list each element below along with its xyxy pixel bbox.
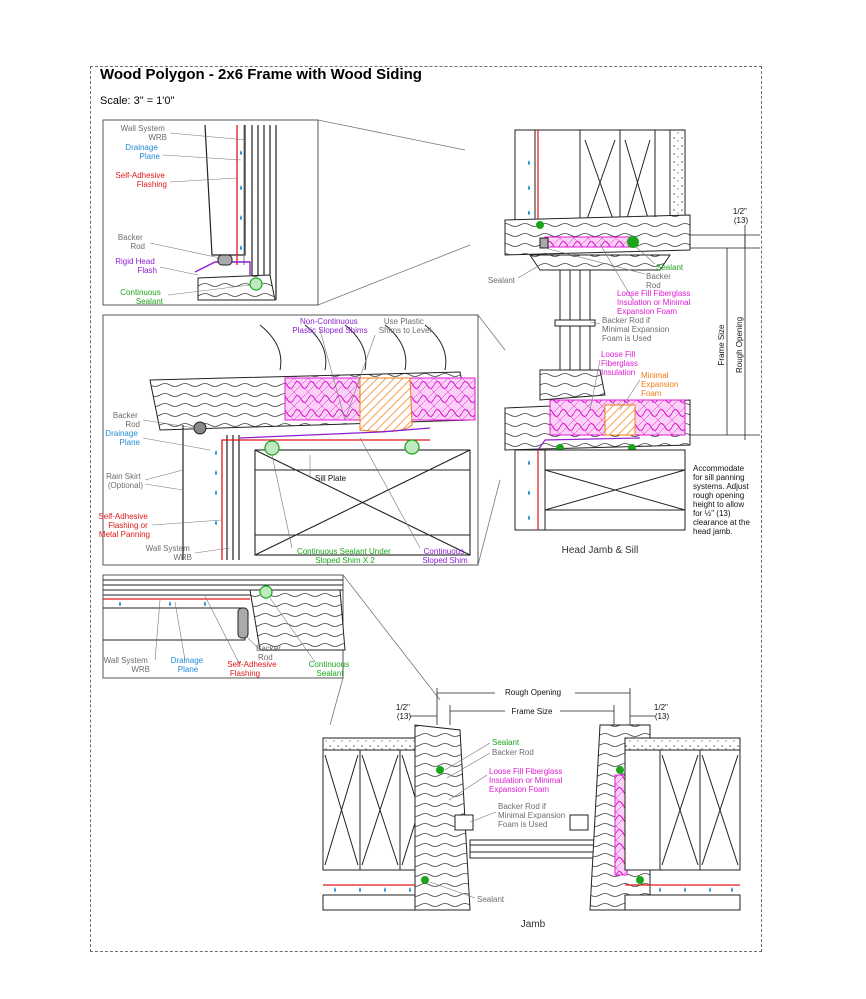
jamb-backer-rod-if-label: Backer Rod if Minimal Expansion Foam is … — [498, 802, 567, 829]
drawing-border — [90, 66, 762, 952]
jamb-small-wrb-label: Wall System WRB — [104, 656, 150, 674]
sill-loose-fill-label: Loose Fill Fiberglass Insulation — [601, 350, 640, 377]
head-rigid-flash-label: Rigid Head Flash — [115, 257, 157, 275]
drainage-drops — [240, 150, 242, 250]
sill-foam — [359, 377, 413, 433]
sill-rain-skirt-label: Rain Skirt (Optional) — [106, 472, 143, 490]
head-sealant-right-label: Sealant — [656, 263, 684, 272]
head-flashing-label: Self-Adhesive Flashing — [115, 171, 167, 189]
head-sealant-left-label: Sealant — [488, 276, 516, 285]
drawing-title: Wood Polygon - 2x6 Frame with Wood Sidin… — [100, 66, 422, 83]
head-wrb-label: Wall System WRB — [121, 124, 167, 142]
head-section-drops — [528, 160, 530, 215]
jamb-rough-opening-label: Rough Opening — [505, 688, 561, 697]
jamb-small-flashing-label: Self-Adhesive Flashing — [227, 660, 279, 678]
sill-continuous-sealant-label: Continuous Sealant Under Sloped Shim X 2 — [297, 547, 393, 565]
sill-plate-label: Sill Plate — [315, 474, 347, 483]
jamb-detail-box: Backer Rod Wall System WRB Drainage Plan… — [102, 574, 352, 679]
jamb-small-drainage-label: Drainage Plane — [171, 656, 206, 674]
head-backer-rod-if-label: Backer Rod if Minimal Expansion Foam is … — [602, 316, 671, 343]
drawing-scale: Scale: 3" = 1'0" — [100, 95, 175, 107]
frame-size-vertical-label: Frame Size — [717, 324, 726, 365]
head-sill-section: 1/2" (13) Frame Size Rough Opening Seala… — [488, 129, 760, 556]
jamb-backer-rod-label: Backer Rod — [492, 748, 534, 757]
sill-minimal-foam-label: Minimal Expansion Foam — [641, 371, 681, 398]
sill-section-drops — [528, 460, 530, 520]
sill-wrb-label: Wall System WRB — [146, 544, 192, 562]
sill-noncontinuous-label: Non-Continuous Plastic Sloped Shims — [292, 317, 367, 335]
jamb-frame-size-label: Frame Size — [512, 707, 553, 716]
head-drainage-label: Drainage Plane — [125, 143, 160, 161]
jamb-section: Rough Opening Frame Size 1/2" (13) 1/2" … — [322, 688, 741, 930]
jamb-caption: Jamb — [521, 919, 546, 930]
jamb-sealant-top-label: Sealant — [492, 738, 520, 747]
jamb-sealant-bottom-label: Sealant — [477, 895, 505, 904]
sill-detail-box: Non-Continuous Plastic Sloped Shims Use … — [98, 314, 479, 566]
head-sealant-label: Continuous Sealant — [120, 288, 163, 306]
sill-backer-rod-label: Backer Rod — [113, 411, 140, 429]
jamb-left-drops — [334, 887, 411, 892]
sill-flashing-label: Self-Adhesive Flashing or Metal Panning — [98, 512, 150, 539]
head-detail-box: Wall System WRB Drainage Plane Self-Adhe… — [102, 119, 319, 306]
jamb-small-sealant-label: Continuous Sealant — [309, 660, 352, 678]
jamb-loose-fill-label: Loose Fill Fiberglass Insulation or Mini… — [489, 767, 565, 794]
sill-drainage-drops — [215, 450, 217, 525]
jamb-right-drops — [659, 887, 733, 892]
head-backer-rod-label-right: Backer Rod — [646, 272, 673, 290]
jamb-dim-left-label: 1/2" (13) — [396, 703, 412, 721]
jamb-dim-right-label: 1/2" (13) — [654, 703, 670, 721]
rough-opening-vertical-label: Rough Opening — [735, 317, 744, 373]
jamb-small-backer-label: Backer Rod — [256, 644, 283, 662]
head-sill-caption: Head Jamb & Sill — [562, 545, 639, 556]
head-loose-fill-label: Loose Fill Fiberglass Insulation or Mini… — [617, 289, 693, 316]
head-dim-half-label: 1/2" (13) — [733, 207, 749, 225]
sill-use-plastic-label: Use Plastic Shims to Level — [379, 317, 432, 335]
sill-sloped-shim-label: Continuous Sloped Shim — [422, 547, 468, 565]
sill-drainage-label: Drainage Plane — [105, 429, 140, 447]
accommodate-note: Accommodate for sill panning systems. Ad… — [693, 464, 752, 536]
leader-connectors — [317, 119, 506, 726]
head-backer-rod-label: Backer Rod — [118, 233, 145, 251]
jamb-small-drops — [119, 601, 206, 606]
